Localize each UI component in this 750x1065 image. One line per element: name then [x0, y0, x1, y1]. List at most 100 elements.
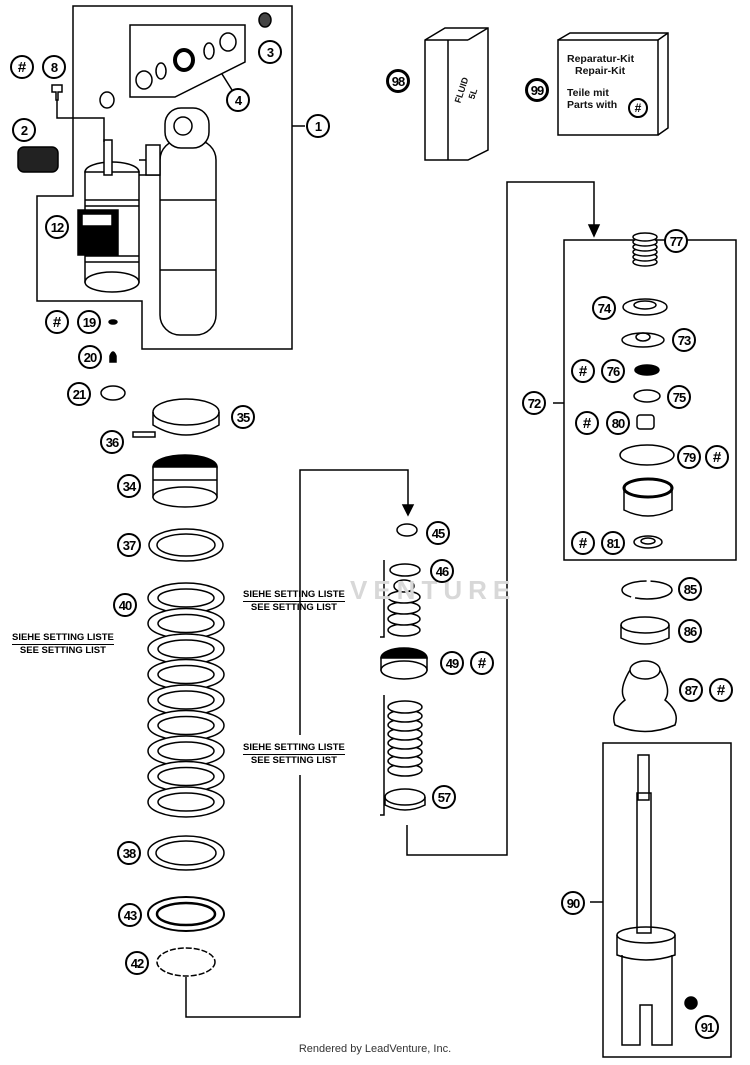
- shim: [387, 700, 423, 714]
- part-19-drawing: [108, 319, 118, 325]
- part-38-drawing: [147, 835, 225, 871]
- spring-coil-inner: [157, 792, 215, 812]
- bracket-shims-2: [380, 695, 385, 816]
- callout-37[interactable]: 37: [117, 533, 141, 557]
- callout-87[interactable]: 87: [679, 678, 703, 702]
- spring-coil-inner: [157, 690, 215, 710]
- setting-note-spring: SIEHE SETTING LISTE SEE SETTING LIST: [12, 632, 114, 657]
- star-marker-19: #: [45, 310, 69, 334]
- callout-57[interactable]: 57: [432, 785, 456, 809]
- spring-coil-inner: [157, 741, 215, 761]
- spring-coil-inner: [157, 639, 215, 659]
- part-80-drawing: [636, 414, 655, 430]
- part-87-drawing: [613, 660, 677, 733]
- part-2-drawing: [17, 146, 59, 173]
- part-46-drawing: [389, 563, 421, 577]
- setting-note-line1: SIEHE SETTING LISTE: [243, 742, 345, 755]
- callout-76[interactable]: 76: [601, 359, 625, 383]
- shim: [393, 579, 415, 593]
- callout-49[interactable]: 49: [440, 651, 464, 675]
- star-marker-80: #: [575, 411, 599, 435]
- callout-77[interactable]: 77: [664, 229, 688, 253]
- leader-8: [56, 100, 105, 142]
- callout-36[interactable]: 36: [100, 430, 124, 454]
- callout-40[interactable]: 40: [113, 593, 137, 617]
- callout-4[interactable]: 4: [226, 88, 250, 112]
- repair-kit-line4: Parts with: [567, 99, 618, 111]
- callout-19[interactable]: 19: [77, 310, 101, 334]
- part-49-drawing: [380, 647, 428, 680]
- piston-rod-box: [602, 742, 732, 1058]
- star-marker-81: #: [571, 531, 595, 555]
- footer-credit: Rendered by LeadVenture, Inc.: [298, 1043, 452, 1055]
- part-81-drawing: [633, 535, 663, 549]
- part-85-drawing: [621, 580, 673, 600]
- part-86-drawing: [620, 616, 670, 645]
- callout-1[interactable]: 1: [306, 114, 330, 138]
- repair-kit-label: Reparatur-Kit Repair-Kit Teile mit Parts…: [567, 53, 634, 111]
- watermark: VENTURE: [350, 575, 517, 605]
- callout-86[interactable]: 86: [678, 619, 702, 643]
- part-79-drawing: [619, 444, 675, 466]
- repair-kit-drawing: [557, 32, 669, 136]
- callout-91[interactable]: 91: [695, 1015, 719, 1039]
- callout-21[interactable]: 21: [67, 382, 91, 406]
- repair-kit-symbol: #: [628, 98, 648, 118]
- spring-40-drawing: [147, 582, 225, 818]
- callout-20[interactable]: 20: [78, 345, 102, 369]
- callout-75[interactable]: 75: [667, 385, 691, 409]
- callout-90[interactable]: 90: [561, 891, 585, 915]
- spring-coil-inner: [157, 613, 215, 634]
- seal-kit-parts: [99, 12, 272, 109]
- shock-body-drawing: [139, 107, 217, 336]
- callout-85[interactable]: 85: [678, 577, 702, 601]
- callout-8[interactable]: 8: [42, 55, 66, 79]
- callout-34[interactable]: 34: [117, 474, 141, 498]
- part-43-drawing: [147, 896, 225, 932]
- part-36-drawing: [132, 431, 156, 438]
- spring-77-coil: [632, 232, 658, 242]
- callout-79[interactable]: 79: [677, 445, 701, 469]
- setting-note-line2: SEE SETTING LIST: [19, 645, 106, 656]
- spring-coil-inner: [157, 588, 215, 608]
- star-marker-49: #: [470, 651, 494, 675]
- part-8-drawing: [51, 84, 63, 101]
- callout-74[interactable]: 74: [592, 296, 616, 320]
- setting-note-line2: SEE SETTING LIST: [250, 755, 337, 766]
- callout-46[interactable]: 46: [430, 559, 454, 583]
- callout-73[interactable]: 73: [672, 328, 696, 352]
- repair-kit-line1: Reparatur-Kit: [567, 53, 635, 65]
- callout-3[interactable]: 3: [258, 40, 282, 64]
- callout-99[interactable]: 99: [525, 78, 549, 102]
- spring-coil-inner: [157, 664, 215, 685]
- part-37-drawing: [148, 528, 224, 562]
- part-45-drawing: [396, 523, 418, 537]
- callout-80[interactable]: 80: [606, 411, 630, 435]
- spring-coil-inner: [157, 766, 215, 787]
- callout-98[interactable]: 98: [386, 69, 410, 93]
- connector-line-right: [406, 181, 595, 856]
- callout-42[interactable]: 42: [125, 951, 149, 975]
- reservoir-drawing: [77, 139, 140, 293]
- callout-72[interactable]: 72: [522, 391, 546, 415]
- fluid-volume-text: 5L: [466, 87, 480, 101]
- callout-2[interactable]: 2: [12, 118, 36, 142]
- repair-kit-line2: Repair-Kit: [575, 65, 626, 77]
- part-35-drawing: [152, 398, 220, 426]
- setting-note-line2: SEE SETTING LIST: [250, 602, 337, 613]
- shim: [387, 623, 421, 637]
- part-74-drawing: [622, 298, 668, 316]
- callout-45[interactable]: 45: [426, 521, 450, 545]
- callout-12[interactable]: 12: [45, 215, 69, 239]
- callout-81[interactable]: 81: [601, 531, 625, 555]
- callout-38[interactable]: 38: [117, 841, 141, 865]
- callout-35[interactable]: 35: [231, 405, 255, 429]
- part-73-drawing: [621, 332, 665, 348]
- star-marker-8: #: [10, 55, 34, 79]
- part-34-drawing: [152, 454, 218, 508]
- shock-assembly-outline: [36, 5, 293, 350]
- callout-43[interactable]: 43: [118, 903, 142, 927]
- part-21-drawing: [100, 385, 126, 401]
- bracket-shims-1: [380, 560, 385, 638]
